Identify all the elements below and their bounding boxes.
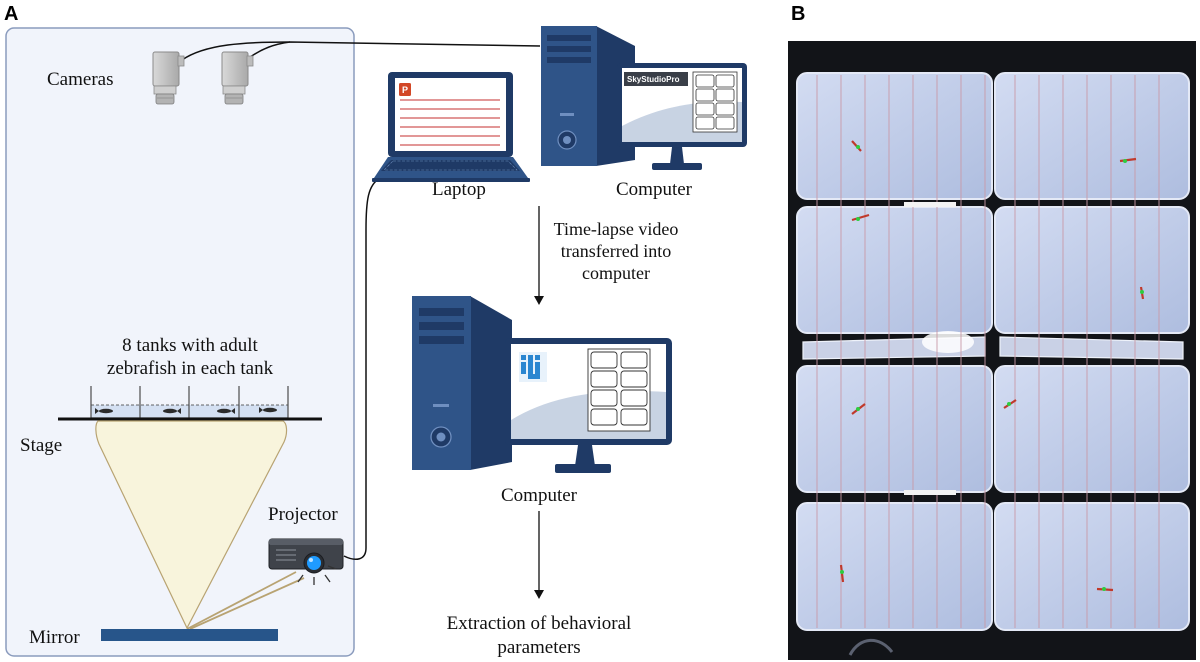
camera-right-icon <box>221 51 254 105</box>
extraction-label-line2: parameters <box>497 637 580 658</box>
tank-photo <box>788 41 1196 660</box>
stage-label: Stage <box>20 435 62 456</box>
mirror-plate <box>101 629 278 641</box>
projector-ray-2 <box>189 577 305 630</box>
cameras-label: Cameras <box>47 69 113 90</box>
slides-app-icon <box>399 83 411 96</box>
tank-array <box>90 386 289 419</box>
extraction-arrowhead <box>534 590 544 599</box>
tracked-fish-markers <box>839 140 1145 592</box>
transfer-label-line2: transferred into <box>561 241 671 261</box>
tanks-label-line1: 8 tanks with adult <box>122 335 258 356</box>
transfer-label-line1: Time-lapse video <box>554 219 679 239</box>
monitor-bottom-icon <box>505 338 672 473</box>
projector-ray-1 <box>186 571 297 630</box>
skystudio-logo <box>624 72 688 86</box>
projector-label: Projector <box>268 504 338 525</box>
mirror-label: Mirror <box>29 627 80 648</box>
panel-label-b: B <box>791 3 805 25</box>
desktop-computer-top-icon <box>541 26 635 166</box>
computer-top-label: Computer <box>616 179 693 200</box>
rig-enclosure <box>5 27 355 657</box>
tanks-label-line2: zebrafish in each tank <box>107 358 274 379</box>
extraction-label-line1: Extraction of behavioral <box>447 613 632 634</box>
transfer-arrowhead <box>534 296 544 305</box>
light-cone <box>95 420 288 630</box>
laptop-label: Laptop <box>432 179 486 200</box>
camera-left-icon <box>152 51 185 105</box>
laptop-icon: P <box>372 72 530 182</box>
projector-icon <box>268 538 344 585</box>
computer-bottom-label: Computer <box>501 485 578 506</box>
zebrafish-icon <box>95 407 277 414</box>
camera-cable-left <box>181 41 291 61</box>
skystudio-label: SkyStudioPro <box>627 75 680 84</box>
desktop-computer-bottom-icon <box>412 296 512 470</box>
transfer-label-line3: computer <box>582 263 650 283</box>
laptop-projector-cable <box>343 177 381 561</box>
svg-text:P: P <box>402 85 408 95</box>
fiji-logo <box>519 352 547 382</box>
panel-label-a: A <box>4 3 18 25</box>
monitor-top-icon: SkyStudioPro <box>617 63 747 170</box>
